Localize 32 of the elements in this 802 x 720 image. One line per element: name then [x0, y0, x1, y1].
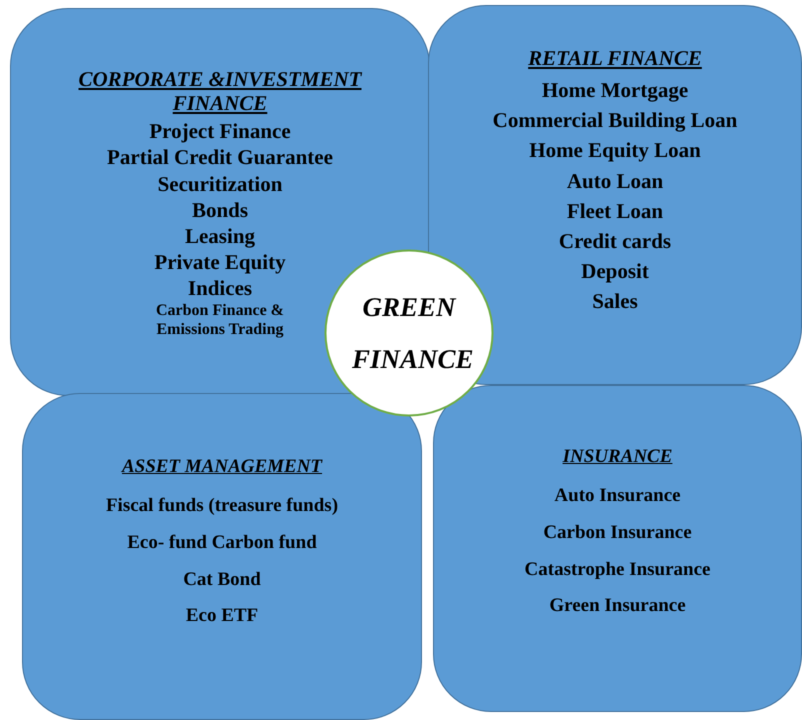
- finance-item: Auto Loan: [566, 168, 664, 193]
- center-ellipse: [324, 249, 494, 417]
- finance-item: Cat Bond: [183, 568, 261, 590]
- section-heading: CORPORATE &INVESTMENT FINANCE: [78, 67, 363, 116]
- finance-item: Securitization: [158, 172, 282, 196]
- finance-item: Green Insurance: [549, 595, 686, 618]
- finance-item: Indices: [188, 276, 252, 300]
- finance-item: Fiscal funds (treasure funds): [106, 494, 338, 517]
- finance-item: Sales: [592, 289, 638, 314]
- finance-item: Carbon Finance & Emissions Trading: [155, 302, 285, 340]
- finance-item: Private Equity: [154, 250, 286, 274]
- finance-item: Deposit: [581, 258, 649, 284]
- section-heading: ASSET MANAGEMENT: [122, 456, 322, 478]
- finance-item: Project Finance: [149, 119, 291, 144]
- finance-item: Commercial Building Loan: [492, 108, 738, 132]
- section-heading: INSURANCE: [562, 446, 672, 468]
- rounded-panel: [22, 393, 422, 720]
- rounded-panel: [433, 385, 802, 712]
- finance-item: Credit cards: [558, 228, 672, 253]
- section-heading: RETAIL FINANCE: [528, 46, 702, 70]
- finance-item: Home Equity Loan: [529, 138, 701, 163]
- finance-item: Partial Credit Guarantee: [107, 145, 333, 170]
- finance-item: Carbon Insurance: [543, 522, 692, 544]
- finance-item: Auto Insurance: [554, 484, 681, 507]
- finance-item: Catastrophe Insurance: [524, 558, 710, 580]
- center-title: GREEN FINANCE: [351, 291, 475, 376]
- finance-item: Eco- fund Carbon fund: [127, 532, 317, 554]
- finance-item: Home Mortgage: [542, 78, 688, 102]
- finance-item: Fleet Loan: [566, 198, 664, 223]
- finance-item: Eco ETF: [186, 605, 258, 628]
- finance-item: Leasing: [184, 224, 255, 248]
- finance-item: Bonds: [192, 198, 248, 222]
